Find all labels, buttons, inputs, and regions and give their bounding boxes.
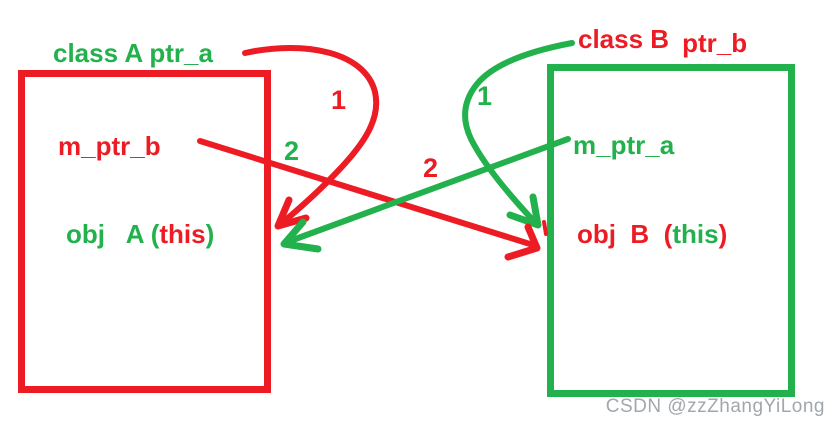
step-1-red: 1 bbox=[331, 85, 347, 115]
step-2-red: 2 bbox=[423, 153, 439, 183]
arrow-red-curve-ptr-a-to-obj-a bbox=[242, 45, 380, 226]
arrowhead-green-curve bbox=[506, 193, 542, 229]
arrow-green-curve-ptr-b-to-obj-b bbox=[462, 40, 575, 221]
class-a-title: class A ptr_a bbox=[53, 38, 213, 68]
m-ptr-a-label: m_ptr_a bbox=[573, 130, 675, 160]
step-2-green: 2 bbox=[284, 136, 300, 166]
obj-b-label: obj B (this) bbox=[577, 220, 727, 249]
obj-a-suffix: ) bbox=[205, 219, 215, 249]
obj-a-label: obj A (this) bbox=[66, 220, 214, 249]
red-tick-mark bbox=[542, 220, 548, 236]
class-b-title-ptr: ptr_b bbox=[682, 28, 748, 58]
arrow-green-line-m-ptr-a-to-obj-a bbox=[287, 136, 571, 244]
arrowhead-red-curve bbox=[274, 196, 310, 230]
obj-a-prefix: obj A ( bbox=[66, 219, 160, 249]
obj-b-this: this bbox=[672, 219, 719, 249]
watermark: CSDN @zzZhangYiLong bbox=[605, 396, 825, 417]
class-b-title: class B ptr_b bbox=[578, 24, 747, 57]
step-1-green: 1 bbox=[477, 81, 493, 111]
obj-a-this: this bbox=[159, 219, 206, 249]
obj-b-prefix: obj B ( bbox=[577, 219, 673, 249]
arrow-red-line-m-ptr-b-to-obj-b bbox=[197, 138, 533, 247]
class-b-title-class: class B bbox=[578, 24, 670, 54]
arrowhead-green-line bbox=[280, 218, 322, 253]
arrowhead-red-line bbox=[504, 223, 541, 261]
m-ptr-b-label: m_ptr_b bbox=[58, 131, 161, 161]
class-a-box bbox=[18, 70, 271, 393]
obj-b-suffix: ) bbox=[718, 219, 728, 249]
class-b-box bbox=[547, 64, 795, 397]
